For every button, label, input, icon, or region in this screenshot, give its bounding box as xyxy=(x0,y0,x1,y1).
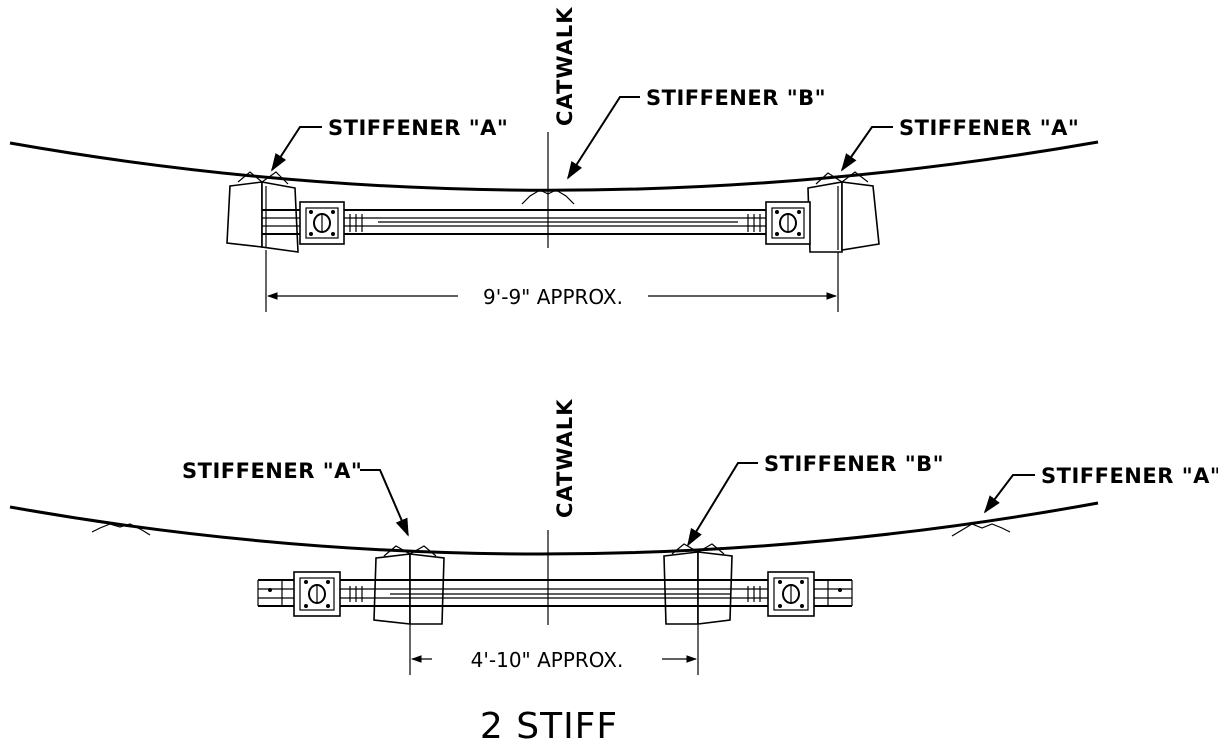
bottom-dimension-label: 4'-10" APPROX. xyxy=(471,648,624,672)
figure-caption: 2 STIFF xyxy=(480,706,618,747)
top-stiffener-a-left xyxy=(226,171,299,253)
bottom-clip-far-left xyxy=(91,523,151,536)
bottom-skin-curve xyxy=(9,501,1099,556)
top-stiffener-center-label: STIFFENER "B" xyxy=(646,86,826,110)
top-leader-right xyxy=(840,126,893,172)
bottom-leader-center xyxy=(687,462,758,547)
top-catwalk-rails xyxy=(262,209,808,235)
top-skin-curve xyxy=(9,140,1099,192)
bottom-stiffener-b xyxy=(663,543,733,625)
bottom-leader-right xyxy=(983,474,1035,514)
top-stiffener-right-label: STIFFENER "A" xyxy=(899,116,1079,140)
bottom-catwalk-rails xyxy=(257,579,853,607)
bottom-stiffener-left-label: STIFFENER "A" xyxy=(182,459,362,483)
top-leader-left xyxy=(271,126,322,172)
bottom-clamp-right xyxy=(747,571,815,617)
top-dimension-label: 9'-9" APPROX. xyxy=(483,285,623,309)
bottom-stiffener-a xyxy=(373,545,445,625)
bottom-catwalk-label: CATWALK xyxy=(553,399,577,519)
top-stiffener-left-label: STIFFENER "A" xyxy=(328,116,508,140)
bottom-clip-far-right xyxy=(951,523,1011,537)
top-dimension: 9'-9" APPROX. xyxy=(265,250,839,312)
top-view: CATWALK STIFFENER "A" STIFFENER "B" STIF… xyxy=(9,7,1099,312)
top-clamp-left xyxy=(299,201,363,245)
bottom-stiffener-right-label: STIFFENER "A" xyxy=(1041,464,1218,488)
bottom-leader-left xyxy=(360,469,409,537)
top-clamp-right xyxy=(747,201,811,245)
top-stiffener-a-right xyxy=(807,171,880,253)
top-leader-center xyxy=(567,96,640,180)
bottom-stiffener-center-label: STIFFENER "B" xyxy=(764,452,944,476)
top-stiffener-b xyxy=(521,189,575,205)
bottom-view: CATWALK STIFFENER "A" STIFFENER "B" STIF… xyxy=(9,399,1218,675)
bottom-clamp-left xyxy=(293,571,363,617)
bottom-dimension: 4'-10" APPROX. xyxy=(409,625,699,675)
top-catwalk-label: CATWALK xyxy=(553,7,577,127)
